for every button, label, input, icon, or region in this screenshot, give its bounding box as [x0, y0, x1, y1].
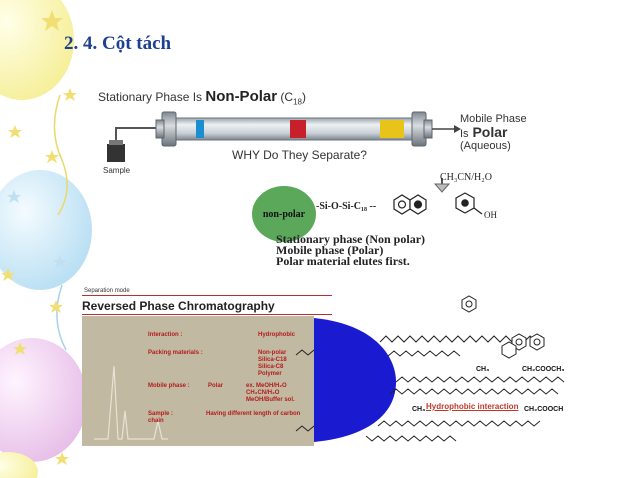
mobile-phase-line1: Mobile Phase: [460, 113, 527, 125]
silica-chain-label: -Si-O-Si-C₁₈ --: [316, 201, 377, 212]
band-yellow: [380, 120, 404, 138]
mobile-phase-line3: (Aqueous): [460, 140, 511, 152]
chem-ch3-top: CH₃: [476, 366, 490, 373]
row-mobile-key: Mobile phase :: [148, 383, 190, 389]
solvent-label: CH₃CN/H₂O: [440, 172, 492, 183]
chem-ch3-bottom: CH₃: [412, 406, 426, 413]
chem-ch2cooch3-top: CH₂COOCH₃: [522, 366, 565, 373]
column-drawing: [107, 111, 483, 215]
balloon-yellow-bottom: [0, 452, 38, 478]
slide-title: 2. 4. Cột tách: [64, 33, 172, 54]
stationary-phase-drawing: [295, 295, 565, 442]
down-arrow: [433, 183, 451, 193]
balloon-pink: [0, 338, 87, 462]
balloon-yellow-top: [0, 0, 74, 100]
rpc-info-panel: Interaction : Hydrophobic Packing materi…: [82, 316, 314, 446]
chem-ch2cooch-bottom: CH₂COOCH: [524, 406, 564, 413]
row-interaction-value: Hydrophobic: [258, 332, 295, 338]
band-red: [290, 120, 306, 138]
chromatogram-peaks: [94, 365, 168, 440]
caption-line3: Polar material elutes first.: [276, 254, 410, 268]
nonpolar-circle: non-polar: [252, 186, 316, 242]
band-blue: [196, 120, 204, 138]
hydrophobic-interaction-label: Hydrophobic interaction: [426, 402, 519, 411]
sample-label: Sample: [103, 166, 131, 175]
row-packing-value: Non-polar Silica-C18 Silica-C8 Polymer: [258, 350, 287, 377]
row-mobile-value: ex. MeOH/H₂O CH₃CN/H₂O MeOH/Buffer sol.: [246, 383, 295, 403]
row-packing-key: Packing materials :: [148, 350, 203, 356]
column-diagram: Stationary Phase Is Non-Polar (C18) Mobi…: [80, 78, 580, 278]
row-mobile-mid: Polar: [208, 383, 224, 389]
stationary-phase-label: Stationary Phase Is Non-Polar (C18): [98, 88, 306, 107]
sample-tubing: [115, 127, 162, 144]
rpc-figure: Separation mode Reversed Phase Chromatog…: [78, 286, 582, 452]
benzene-ring-pair: [393, 194, 427, 215]
phase-caption: Stationary phase (Non polar) Mobile phas…: [276, 232, 426, 268]
balloon-blue: [0, 170, 92, 290]
row-sample-value: Having different length of carbon: [206, 411, 301, 417]
oh-label: OH: [484, 210, 497, 220]
caption-line2: Mobile phase (Polar): [276, 243, 384, 257]
row-interaction-key: Interaction :: [148, 332, 183, 338]
mobile-phase-line2: Is Polar: [460, 124, 508, 140]
stationary-phase-dome: [314, 318, 396, 442]
row-sample-key: Sample : chain: [148, 411, 174, 424]
aromatic-rings: [461, 295, 545, 359]
separation-mode-label: Separation mode: [84, 288, 130, 294]
phenol-ring: [455, 192, 483, 215]
red-divider-2: [82, 314, 332, 315]
red-divider: [82, 295, 332, 296]
why-question: WHY Do They Separate?: [232, 148, 367, 162]
sample-vial: [107, 144, 125, 162]
rpc-heading: Reversed Phase Chromatography: [82, 299, 275, 313]
caption-line1: Stationary phase (Non polar): [276, 232, 426, 246]
